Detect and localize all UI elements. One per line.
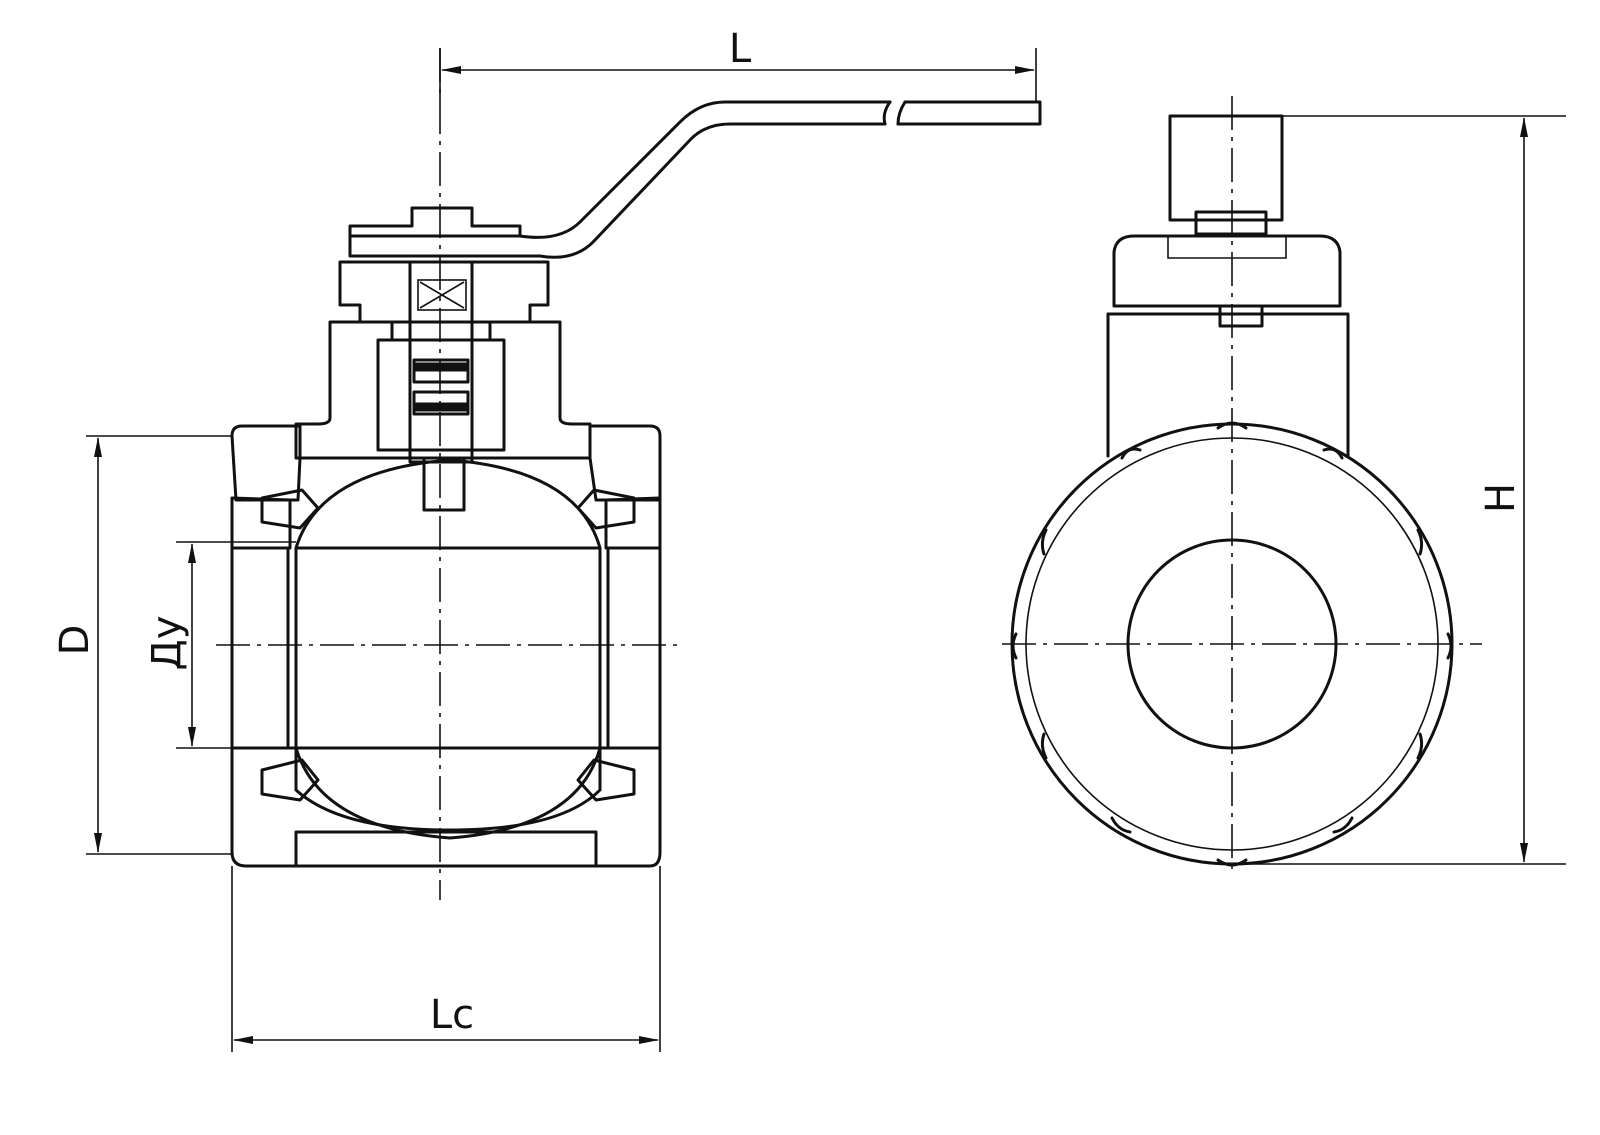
flange-notches bbox=[1011, 421, 1453, 867]
dimension-label-bore: Ду bbox=[144, 616, 190, 671]
front-section-view bbox=[86, 48, 1042, 1052]
dimension-lines-front bbox=[94, 66, 1035, 1044]
lever-handle bbox=[348, 100, 1042, 259]
seat-rings bbox=[260, 488, 636, 802]
dimension-label-L: L bbox=[729, 26, 752, 72]
dimension-label-D: D bbox=[52, 625, 98, 656]
bonnet-cap bbox=[338, 260, 550, 324]
stem-housing bbox=[294, 320, 592, 512]
side-view bbox=[1002, 96, 1566, 872]
ball bbox=[286, 458, 610, 840]
dimension-label-H: H bbox=[1478, 483, 1524, 513]
dimension-label-Lc: Lc bbox=[430, 992, 474, 1038]
